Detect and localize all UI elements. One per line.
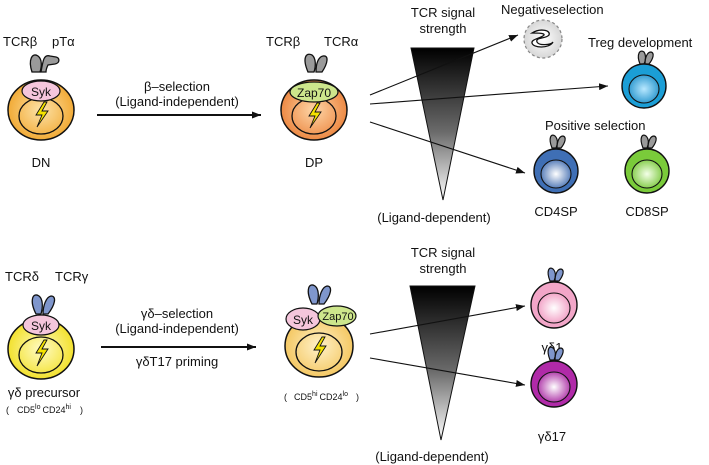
dp-tcr-alpha-label: TCRα [324,34,359,49]
treg-development-label: Treg development [588,35,693,50]
precursor-phenotype-paren-close: ) [80,405,83,415]
arrow-to-gd1 [369,304,526,335]
top-signal-strength-label-line1: TCR signal [411,5,475,20]
gd-precursor-cell [7,294,75,380]
tcr-receptor-icon [547,267,556,282]
tcr-delta-receptor-icon [31,294,43,315]
gd-precursor-label: γδ precursor [8,385,81,400]
positive-selection-label: Positive selection [545,118,645,133]
tcr-alpha-receptor-icon [315,55,328,73]
tcr-gamma-label: TCRγ [55,269,89,284]
tcr-receptor-icon [554,347,564,361]
cd4sp-cell [533,134,579,194]
dn-pre-tcr-alpha-label: pTα [52,34,75,49]
zap70-kinase-icon [317,305,357,327]
tcr-receptor-icon [549,134,558,149]
tcr-receptor-icon [307,284,319,305]
beta-selection-label: β–selection [144,79,210,94]
lightning-bolt-icon [35,339,49,367]
gd-selection-ligand-label: (Ligand-independent) [115,321,239,336]
dn-syk-label: Syk [31,85,52,99]
dn-cell [7,54,75,141]
tcr-gamma-receptor-icon [42,295,56,315]
tcr-receptor-icon [554,268,564,282]
tcr-signal-strength-wedge [410,47,475,201]
cd4sp-label: CD4SP [534,204,577,219]
beta-selection-ligand-label: (Ligand-independent) [115,94,239,109]
arrow-to-negative-selection [369,34,519,96]
pre-tcr-alpha-receptor-icon [40,54,60,73]
syk-kinase-icon [21,80,61,102]
bottom-ligand-dependent-label: (Ligand-dependent) [375,449,488,464]
dn-stage-label: DN [32,155,51,170]
tcr-signal-strength-wedge [409,285,476,441]
dp-tcr-beta-label: TCRβ [266,34,300,49]
arrow-to-treg [369,83,609,105]
zap70-kinase-icon [289,81,339,103]
top-ligand-dependent-label: (Ligand-dependent) [377,210,490,225]
gd-selection-label: γδ–selection [141,306,213,321]
apoptotic-cell-icon [523,19,563,59]
tcr-receptor-icon [547,346,556,361]
bottom-signal-strength-label-line1: TCR signal [411,245,475,260]
lightning-bolt-icon [35,101,49,128]
selected-zap70-label: Zap70 [322,311,353,323]
lightning-bolt-icon [308,102,322,129]
dn-tcr-beta-label: TCRβ [3,34,37,49]
dp-cell [280,53,348,141]
tcr-receptor-icon [647,135,657,149]
tcr-delta-label: TCRδ [5,269,39,284]
tcr-receptor-icon [318,285,332,305]
gdt17-priming-label: γδT17 priming [136,354,218,369]
gd17-label: γδ17 [538,429,566,444]
selected-phenotype-paren-open: ( [284,392,287,402]
negative-selection-label: Negativeselection [501,2,604,17]
gd17-cell [530,346,578,408]
selected-phenotype-paren-close: ) [356,392,359,402]
cd8sp-label: CD8SP [625,204,668,219]
cd8sp-cell [624,134,670,194]
dp-zap70-label: Zap70 [297,86,331,100]
selected-syk-label: Syk [293,313,314,327]
precursor-phenotype-paren-open: ( [6,405,9,415]
precursor-syk-label: Syk [31,319,52,333]
tcr-receptor-icon [637,50,647,65]
dp-stage-label: DP [305,155,323,170]
tcr-receptor-icon [556,135,566,149]
top-signal-strength-label-line2: strength [420,21,467,36]
tcr-receptor-icon [644,51,654,65]
treg-cell [621,50,667,109]
arrow-to-gd17 [369,357,526,387]
gd-selected-cell [284,284,357,378]
tcr-beta-receptor-icon [304,53,316,73]
bottom-signal-strength-label-line2: strength [420,261,467,276]
syk-kinase-icon [22,314,60,336]
tcr-beta-receptor-icon [29,54,42,73]
arrow-to-positive-selection [369,121,526,174]
lightning-bolt-icon [313,336,327,364]
gd1-cell [530,267,578,329]
tcr-receptor-icon [640,134,649,149]
